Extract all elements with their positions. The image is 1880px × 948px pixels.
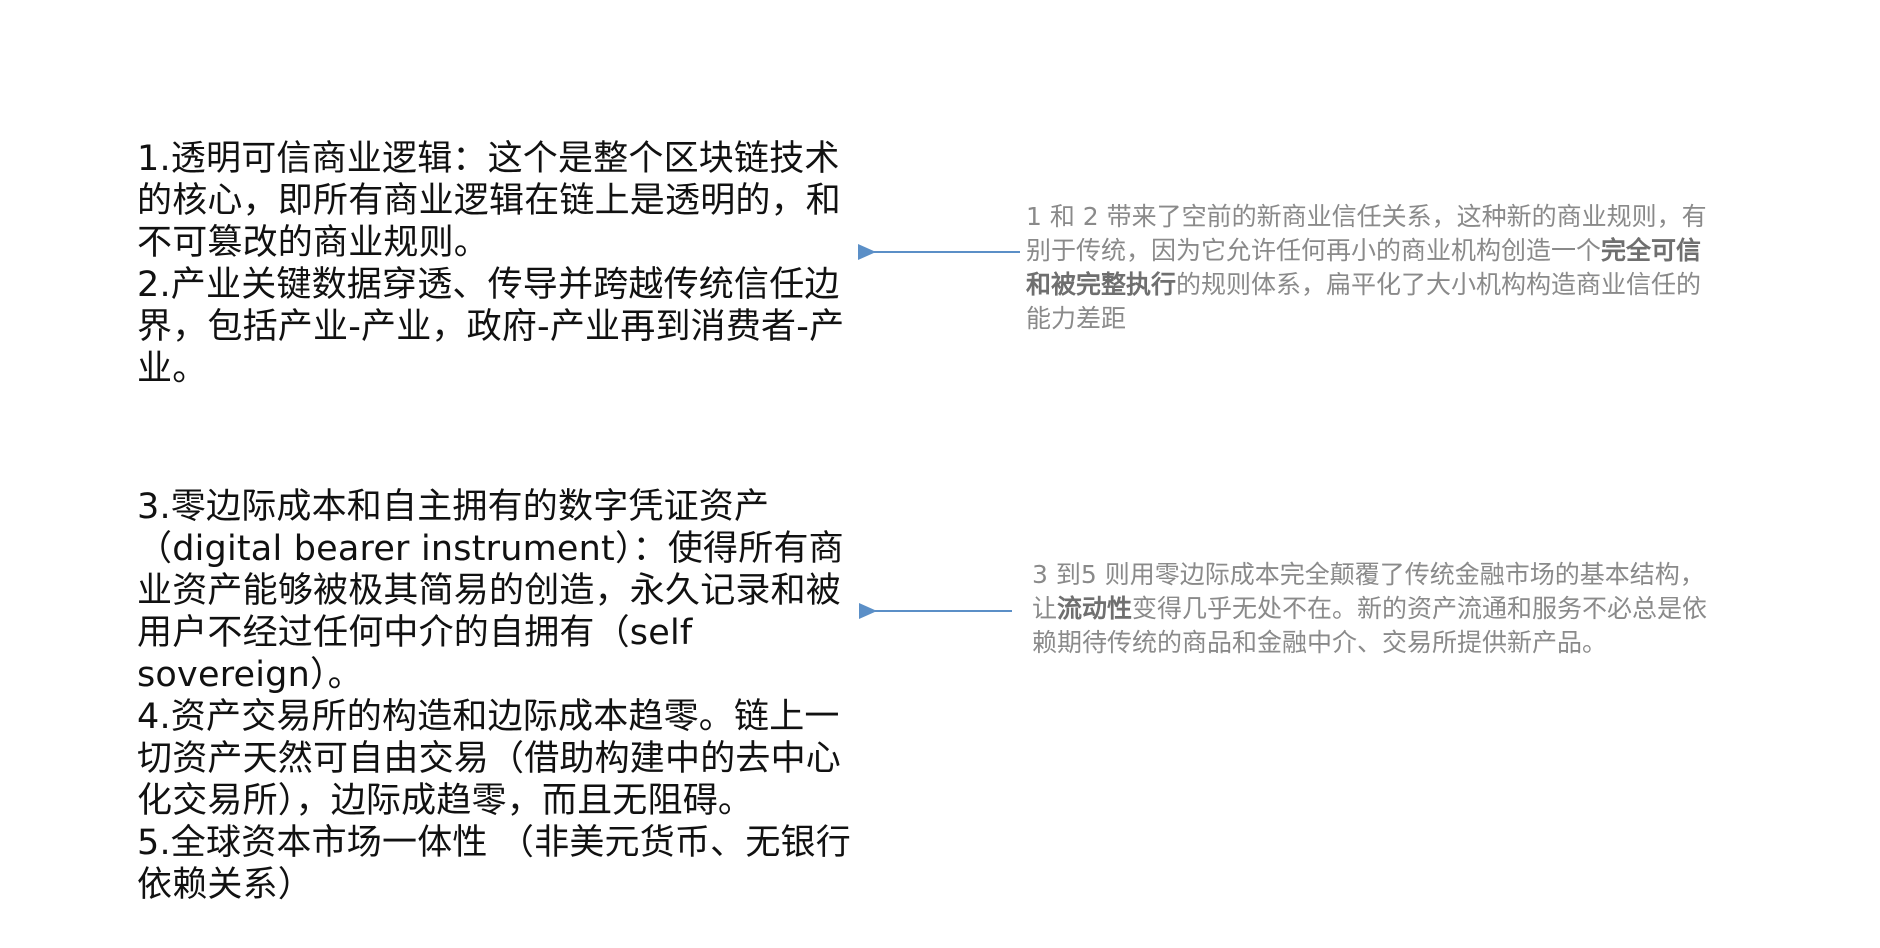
point-5-text: 5.全球资本市场一体性 （非美元货币、无银行依赖关系）	[137, 823, 851, 905]
point-4-text: 4.资产交易所的构造和边际成本趋零。链上一切资产天然可自由交易（借助构建中的去中…	[137, 697, 842, 821]
note-1-part1: 1 和 2 带来了空前的新商业信任关系，这种新的商业规则，有别于传统，因为它允许…	[1026, 202, 1707, 265]
note-2-part2: 变得几乎无处不在。新的资产流通和服务不必总是依赖期待传统的商品和金融中介、交易所…	[1032, 594, 1708, 657]
note-2-bold: 流动性	[1057, 594, 1133, 623]
note-points-1-2: 1 和 2 带来了空前的新商业信任关系，这种新的商业规则，有别于传统，因为它允许…	[1026, 200, 1726, 336]
note-1-bold: 完全可信和被完整执行	[1026, 236, 1702, 299]
note-2-part1: 3 到5 则用零边际成本完全颠覆了传统金融市场的基本结构，让	[1032, 560, 1705, 623]
point-2-text: 2.产业关键数据穿透、传导并跨越传统信任边界，包括产业-产业，政府-产业再到消费…	[137, 265, 845, 389]
note-1-part2: 的规则体系，扁平化了大小机构构造商业信任的能力差距	[1026, 270, 1702, 333]
point-3-text: 3.零边际成本和自主拥有的数字凭证资产（digital bearer instr…	[137, 487, 844, 695]
note-2-paragraph: 3 到5 则用零边际成本完全颠覆了传统金融市场的基本结构，让流动性变得几乎无处不…	[1032, 558, 1712, 660]
note-1-paragraph: 1 和 2 带来了空前的新商业信任关系，这种新的商业规则，有别于传统，因为它允许…	[1026, 200, 1726, 336]
point-1-text: 1.透明可信商业逻辑：这个是整个区块链技术的核心，即所有商业逻辑在链上是透明的，…	[137, 139, 842, 263]
points-1-2-text-block: 1.透明可信商业逻辑：这个是整个区块链技术的核心，即所有商业逻辑在链上是透明的，…	[137, 138, 867, 390]
note-points-3-5: 3 到5 则用零边际成本完全颠覆了传统金融市场的基本结构，让流动性变得几乎无处不…	[1032, 558, 1712, 660]
points-3-5-text-block: 3.零边际成本和自主拥有的数字凭证资产（digital bearer instr…	[137, 486, 867, 906]
